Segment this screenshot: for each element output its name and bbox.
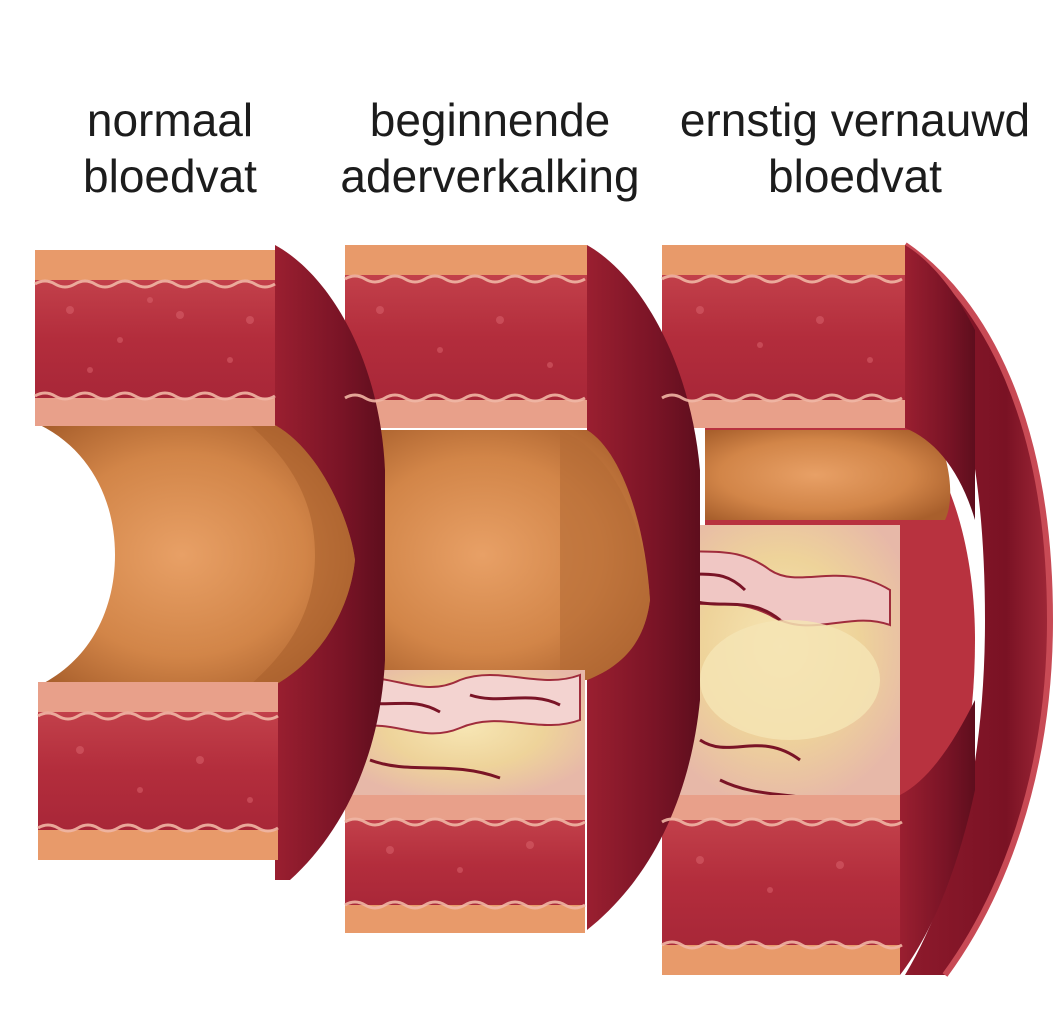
- vessel-2-bottom-outer: [345, 905, 585, 933]
- normal-vessel: [35, 245, 385, 880]
- beginning-atherosclerosis-vessel: [345, 245, 700, 933]
- vessel-1-top-outer: [35, 250, 275, 280]
- vessel-3-top-block-outer: [662, 245, 905, 275]
- vessel-3-bottom-outer: [662, 945, 900, 975]
- vessel-1-bottom-outer: [38, 830, 278, 860]
- vessel-3-inner-channel: [705, 430, 950, 520]
- vessel-3-bottom-wall: [662, 820, 900, 945]
- vessel-2-bottom-wall: [345, 820, 585, 910]
- vessel-3-top-block-intima: [662, 400, 905, 428]
- vessel-3-top-block-wall: [662, 275, 905, 400]
- vessel-3-plaque-core: [700, 620, 880, 740]
- vessel-1-bottom-intima: [38, 682, 278, 712]
- vessel-1-bottom-wall: [38, 712, 278, 830]
- vessel-2-bottom-intima: [345, 795, 585, 820]
- vessel-3-bottom-intima: [662, 795, 900, 820]
- vessel-2-top-wall: [345, 275, 587, 400]
- vessel-1-top-intima: [35, 398, 275, 426]
- vessel-2-top-outer: [345, 245, 587, 275]
- vessel-1-top-wall: [35, 280, 275, 398]
- severely-narrowed-vessel: [662, 245, 1050, 975]
- vessel-2-top-intima: [345, 400, 587, 428]
